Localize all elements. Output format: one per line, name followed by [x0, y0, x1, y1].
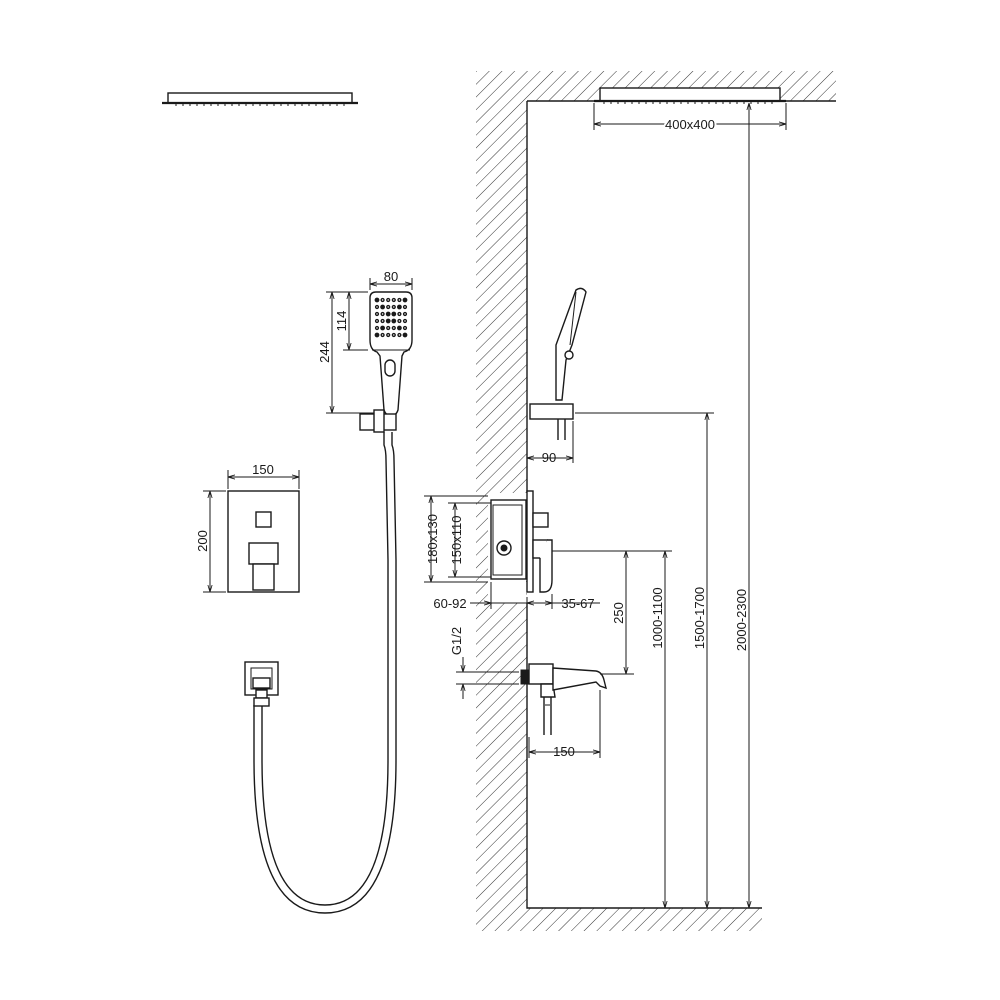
dim-holder-offset: 90	[542, 450, 556, 465]
dim-holder-height: 1500-1700	[692, 587, 707, 649]
dim-plate-height: 200	[195, 530, 210, 552]
hose-and-holder	[253, 409, 397, 914]
dim-hand-total-height: 244	[317, 341, 332, 363]
mixer-box-dimensions	[424, 495, 600, 609]
dim-rain-head-size: 400x400	[665, 117, 715, 132]
height-dimensions	[575, 103, 749, 908]
dim-hand-width: 80	[384, 269, 398, 284]
wall-outlet	[244, 661, 279, 707]
dim-lever-projection: 35-67	[561, 596, 594, 611]
dim-hand-head-height: 114	[334, 311, 349, 332]
dim-box-outer: 180x130	[425, 514, 440, 564]
spout-length-dimension	[528, 690, 601, 758]
thread-dimension	[456, 657, 519, 699]
concealed-mixer-box	[490, 490, 553, 593]
hand-shower	[369, 291, 413, 417]
dim-box-inner: 150x110	[449, 516, 464, 565]
dim-thread: G1/2	[449, 627, 464, 655]
dim-rain-height: 2000-2300	[734, 589, 749, 651]
dim-spout-height: 1000-1100	[650, 587, 665, 648]
rain-shower-head-side	[162, 92, 358, 106]
hand-shower-dimensions	[326, 278, 413, 414]
hand-shower-side	[527, 287, 587, 463]
dim-box-depth: 60-92	[433, 596, 466, 611]
rain-shower-head-installed	[593, 87, 787, 130]
dim-mixer-to-spout: 250	[611, 602, 626, 624]
dim-plate-width: 150	[252, 462, 274, 477]
bath-spout	[520, 663, 607, 735]
mixer-spout-dimension	[552, 550, 634, 675]
mixer-plate-front	[203, 470, 300, 593]
dim-spout-length: 150	[553, 744, 575, 759]
